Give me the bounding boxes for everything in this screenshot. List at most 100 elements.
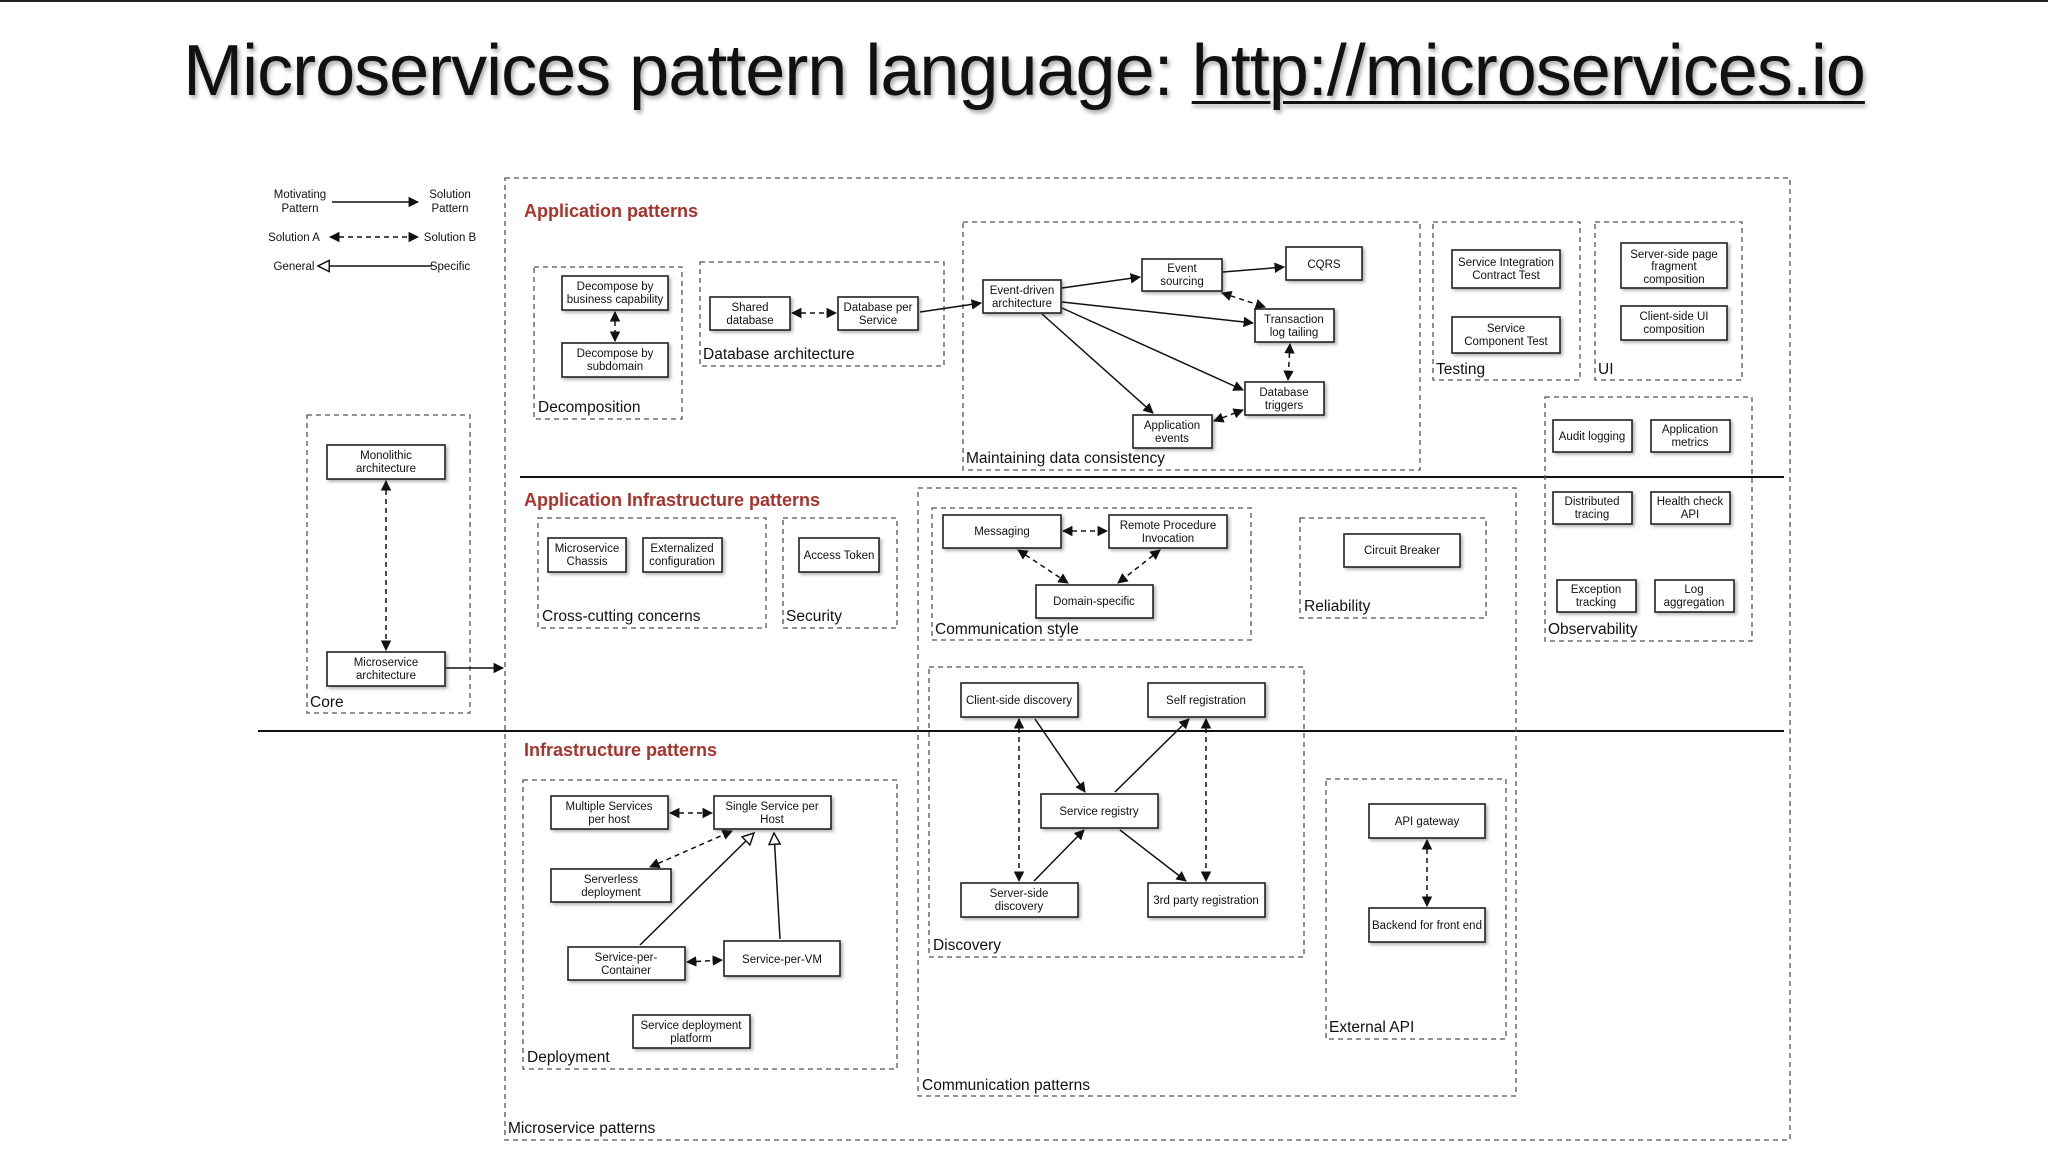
arrow-eda-to-app-events (1041, 313, 1154, 414)
pattern-multiple-services-per-host[interactable]: Multiple Services per host (550, 795, 669, 830)
pattern-label: Serverless (584, 874, 639, 886)
pattern-3rd-party-registration[interactable]: 3rd party registration (1147, 882, 1266, 918)
arrow-dbps-to-event-driven (919, 299, 983, 313)
pattern-client-side-ui-composition[interactable]: Client-side UI composition (1620, 305, 1728, 341)
pattern-label: Decompose by (577, 281, 654, 293)
pattern-label: Single Service per (725, 801, 818, 813)
pattern-cqrs[interactable]: CQRS (1285, 246, 1363, 281)
pattern-service-per-container[interactable]: Service-per- Container (567, 946, 686, 981)
pattern-log-aggregation[interactable]: Log aggregation (1654, 579, 1735, 613)
pattern-server-side-page-fragment-composition[interactable]: Server-side page fragment composition (1620, 242, 1728, 289)
pattern-label: Circuit Breaker (1364, 545, 1440, 557)
pattern-event-sourcing[interactable]: Event sourcing (1141, 258, 1223, 292)
pattern-label: architecture (992, 298, 1052, 310)
pattern-label: Database per (843, 302, 912, 314)
pattern-remote-procedure-invocation[interactable]: Remote Procedure Invocation (1108, 514, 1228, 549)
pattern-circuit-breaker[interactable]: Circuit Breaker (1343, 533, 1461, 568)
arrow-registry-to-self-registration (1114, 718, 1190, 793)
pattern-label: Application (1144, 420, 1200, 432)
pattern-audit-logging[interactable]: Audit logging (1552, 419, 1633, 453)
top-rule (0, 0, 2048, 2)
pattern-microservice-chassis[interactable]: Microservice Chassis (547, 537, 627, 573)
pattern-self-registration[interactable]: Self registration (1147, 682, 1266, 718)
section-title-app-infra: Application Infrastructure patterns (524, 490, 820, 510)
pattern-label: Application (1662, 424, 1718, 436)
group-label-database-architecture: Database architecture (703, 346, 855, 363)
group-label-decomposition: Decomposition (538, 399, 641, 416)
pattern-label: Client-side UI (1639, 311, 1708, 323)
pattern-label: composition (1643, 324, 1704, 336)
legend-solution-a: Solution A (268, 232, 320, 244)
pattern-label: Monolithic (360, 450, 412, 462)
title-prefix: Microservices pattern language: (183, 31, 1192, 111)
pattern-api-gateway[interactable]: API gateway (1368, 803, 1486, 839)
pattern-backend-for-front-end[interactable]: Backend for front end (1368, 907, 1486, 943)
pattern-client-side-discovery[interactable]: Client-side discovery (960, 682, 1079, 718)
pattern-database-per-service[interactable]: Database per Service (837, 296, 919, 331)
pattern-externalized-configuration[interactable]: Externalized configuration (642, 537, 723, 573)
pattern-domain-specific[interactable]: Domain-specific (1035, 584, 1154, 619)
pattern-service-integration-contract-test[interactable]: Service Integration Contract Test (1451, 249, 1561, 289)
group-label-deployment: Deployment (527, 1049, 610, 1066)
legend-specific: Specific (430, 261, 471, 273)
pattern-label: Remote Procedure (1120, 520, 1217, 532)
legend-motivating-1: Motivating (274, 189, 326, 201)
group-external-api (1325, 778, 1507, 1040)
pattern-distributed-tracing[interactable]: Distributed tracing (1552, 491, 1633, 525)
group-decomposition (533, 266, 683, 420)
pattern-decompose-by-business-capability[interactable]: Decompose by business capability (561, 275, 669, 311)
pattern-label: Decompose by (577, 348, 654, 360)
arrow-serverless-single-host (649, 829, 733, 869)
pattern-service-per-vm[interactable]: Service-per-VM (723, 940, 841, 977)
pattern-label: events (1155, 433, 1189, 445)
pattern-label: log tailing (1270, 327, 1319, 339)
pattern-service-deployment-platform[interactable]: Service deployment platform (632, 1014, 751, 1049)
pattern-single-service-per-host[interactable]: Single Service per Host (713, 795, 832, 830)
pattern-access-token[interactable]: Access Token (798, 537, 880, 573)
pattern-label: platform (670, 1033, 712, 1045)
pattern-messaging[interactable]: Messaging (942, 514, 1062, 549)
group-ui (1594, 221, 1743, 381)
arrow-messaging-domain-specific (1017, 549, 1069, 584)
title-link[interactable]: http://microservices.io (1191, 31, 1866, 111)
pattern-label: Container (601, 965, 651, 977)
group-label-ui: UI (1598, 361, 1614, 378)
pattern-application-events[interactable]: Application events (1132, 414, 1213, 449)
group-label-reliability: Reliability (1304, 598, 1371, 615)
pattern-label: Service Integration (1458, 257, 1554, 269)
pattern-label: Component Test (1464, 336, 1548, 348)
pattern-label: Service (1487, 323, 1525, 335)
group-label-microservice-patterns: Microservice patterns (508, 1120, 656, 1137)
legend-motivating-2: Pattern (281, 203, 318, 215)
pattern-service-component-test[interactable]: Service Component Test (1451, 316, 1561, 354)
pattern-health-check-api[interactable]: Health check API (1650, 491, 1731, 525)
pattern-service-registry[interactable]: Service registry (1040, 793, 1159, 829)
pattern-label: Service-per- (595, 952, 658, 964)
pattern-server-side-discovery[interactable]: Server-side discovery (960, 882, 1079, 918)
group-database-architecture (699, 261, 945, 367)
pattern-label: fragment (1651, 261, 1697, 273)
group-label-communication-patterns: Communication patterns (922, 1077, 1090, 1094)
pattern-exception-tracking[interactable]: Exception tracking (1556, 579, 1637, 613)
pattern-decompose-by-subdomain[interactable]: Decompose by subdomain (561, 342, 669, 378)
pattern-event-driven-architecture[interactable]: Event-driven architecture (982, 279, 1062, 314)
group-label-cross-cutting: Cross-cutting concerns (542, 608, 701, 625)
pattern-label: composition (1643, 274, 1704, 286)
pattern-transaction-log-tailing[interactable]: Transaction log tailing (1254, 308, 1335, 343)
pattern-database-triggers[interactable]: Database triggers (1244, 381, 1325, 416)
pattern-label: triggers (1265, 400, 1304, 412)
pattern-label: API (1681, 509, 1700, 521)
pattern-application-metrics[interactable]: Application metrics (1650, 419, 1731, 453)
group-deployment (522, 779, 898, 1070)
section-title-application: Application patterns (524, 201, 698, 221)
group-label-core: Core (310, 694, 344, 711)
page-title: Microservices pattern language: http://m… (0, 30, 2048, 112)
pattern-shared-database[interactable]: Shared database (709, 296, 791, 331)
pattern-monolithic-architecture[interactable]: Monolithic architecture (326, 444, 446, 480)
group-observability (1544, 396, 1753, 642)
pattern-serverless-deployment[interactable]: Serverless deployment (550, 868, 672, 903)
arrow-rpi-domain-specific (1117, 549, 1161, 584)
pattern-microservice-architecture[interactable]: Microservice architecture (326, 651, 446, 687)
pattern-label: architecture (356, 670, 416, 682)
